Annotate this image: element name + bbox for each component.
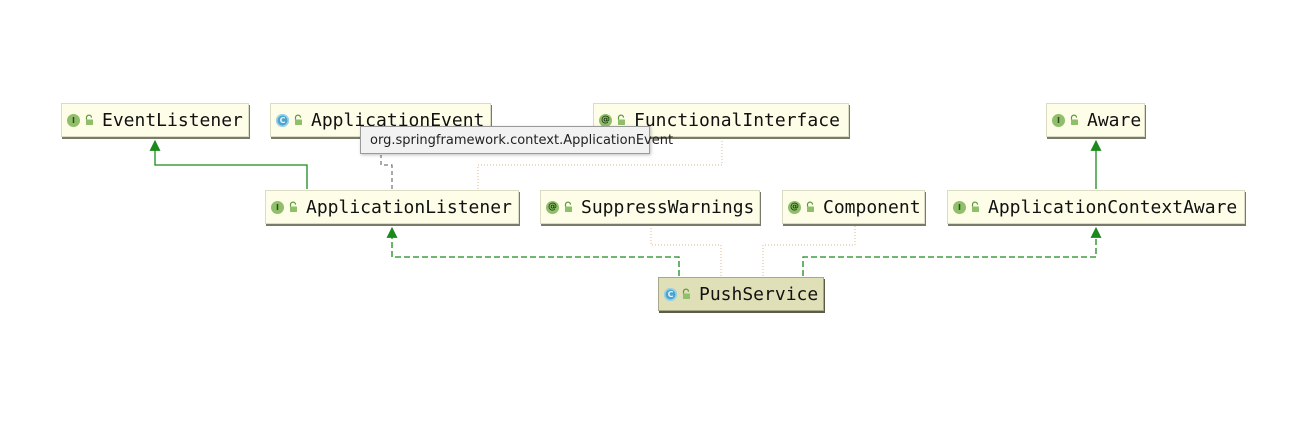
node-aware[interactable]: I Aware [1046,103,1145,137]
annotation-icon: @ [546,200,559,214]
node-label: ApplicationContextAware [988,196,1238,218]
lock-icon [617,114,625,125]
node-application-context-aware[interactable]: I ApplicationContextAware [947,190,1245,224]
node-push-service[interactable]: C PushService [658,277,824,311]
node-event-listener[interactable]: I EventListener [61,103,249,137]
interface-icon: I [271,200,284,214]
node-label: EventListener [102,109,243,131]
class-icon: C [664,287,677,301]
node-label: Component [823,196,921,218]
lock-icon [289,201,297,212]
lock-icon [682,288,690,299]
node-component[interactable]: @ Component [782,190,925,224]
interface-icon: I [1052,113,1065,127]
edge-applicationlistener-annotation-functionalinterface [477,141,723,189]
tooltip-text: org.springframework.context.ApplicationE… [370,132,674,148]
node-label: Aware [1087,109,1142,131]
lock-icon [294,114,302,125]
hover-tooltip: org.springframework.context.ApplicationE… [360,126,673,154]
node-label: ApplicationListener [306,196,512,218]
edge-applicationlistener-to-applicationevent [380,155,393,189]
lock-icon [85,114,93,125]
annotation-icon: @ [599,113,612,127]
node-label: FunctionalInterface [634,109,840,131]
edge-pushservice-implements-applicationlistener [386,226,680,276]
node-application-listener[interactable]: I ApplicationListener [265,190,519,224]
edge-pushservice-annotation-suppresswarnings [650,226,722,276]
node-label: PushService [699,283,819,305]
node-label: SuppressWarnings [581,196,755,218]
interface-icon: I [67,113,80,127]
node-label: ApplicationEvent [311,109,485,131]
lock-icon [1070,114,1078,125]
edge-pushservice-annotation-component [762,226,856,276]
lock-icon [564,201,572,212]
edge-pushservice-implements-applicationcontextaware [802,226,1102,276]
lock-icon [806,201,814,212]
interface-icon: I [953,200,966,214]
class-icon: C [276,113,289,127]
lock-icon [971,201,979,212]
edge-applicationlistener-extends-eventlistener [149,139,308,189]
annotation-icon: @ [788,200,801,214]
node-functional-interface[interactable]: @ FunctionalInterface [593,103,849,137]
node-suppress-warnings[interactable]: @ SuppressWarnings [540,190,760,224]
